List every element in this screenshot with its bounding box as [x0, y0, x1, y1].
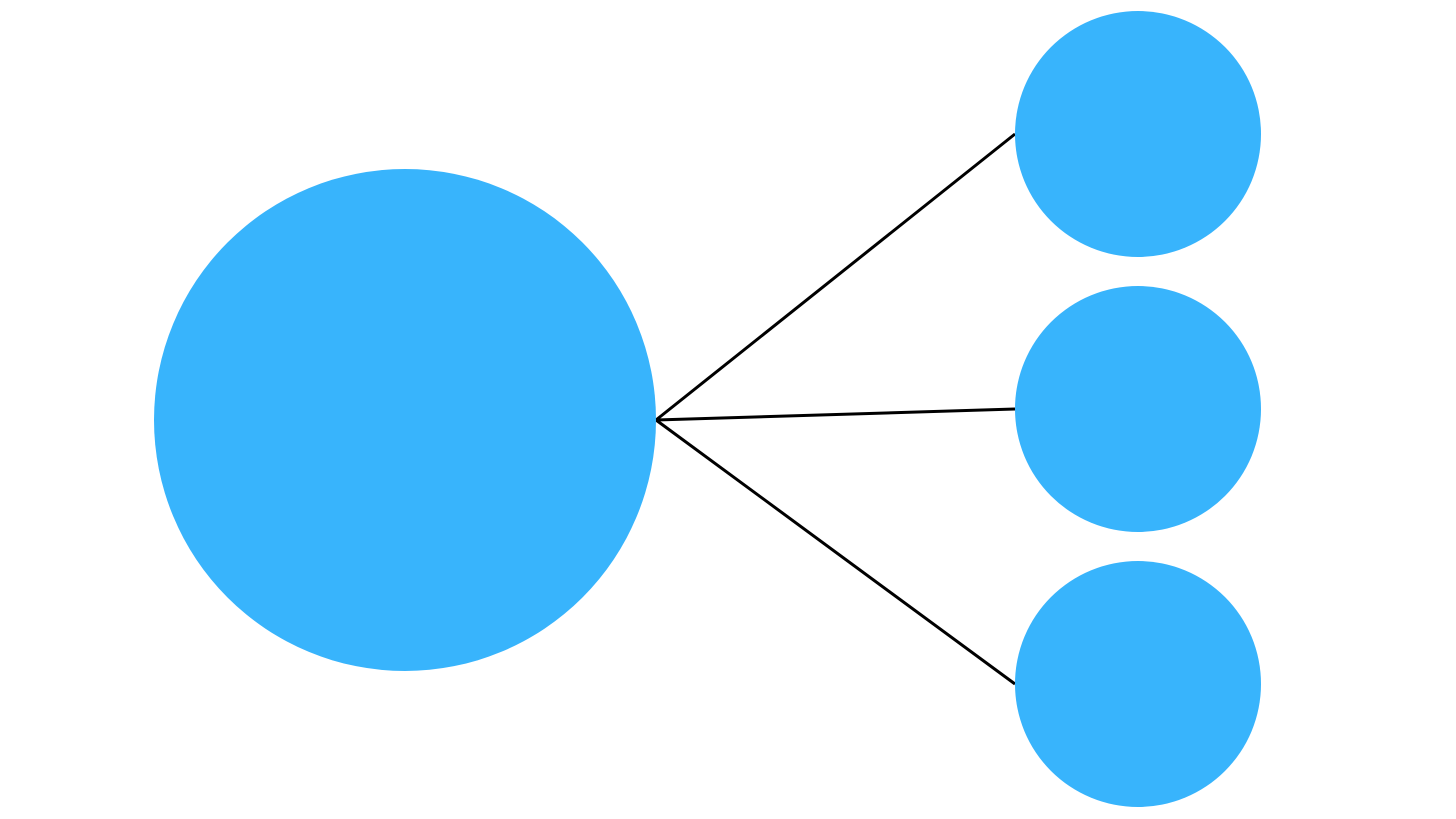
node-child-3 — [1015, 561, 1261, 807]
edge-root-to-child-1 — [655, 132, 1016, 422]
node-root — [154, 169, 656, 671]
edge-root-to-child-2 — [655, 407, 1016, 422]
node-child-2 — [1015, 286, 1261, 532]
edge-root-to-child-3 — [655, 418, 1016, 686]
edges-layer — [655, 132, 1016, 686]
nodes-layer — [154, 11, 1261, 807]
node-child-1 — [1015, 11, 1261, 257]
